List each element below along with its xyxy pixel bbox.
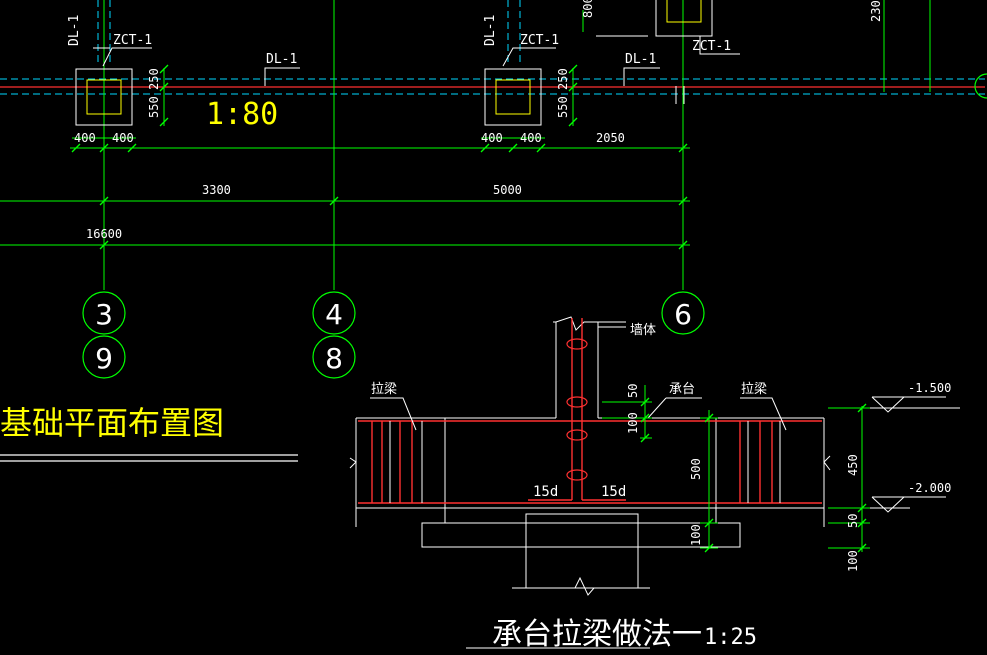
label-zct1-a: ZCT-1 <box>113 33 152 48</box>
wall-ties <box>566 338 588 481</box>
axis-bubble-3: 3 <box>95 298 113 331</box>
label-anchor-right: 15d <box>601 484 626 500</box>
dim-500: 500 <box>689 458 703 480</box>
dim-50-top: 50 <box>626 384 640 398</box>
section-dimension-lines <box>602 385 870 552</box>
dim-100-right: 100 <box>846 550 860 572</box>
label-cap: 承台 <box>669 382 695 397</box>
plan-title-underline <box>0 454 298 462</box>
axis-bubbles <box>82 73 987 379</box>
level-lower: -2.000 <box>908 481 951 495</box>
label-wall: 墙体 <box>630 323 656 338</box>
dim-top-800: 800 <box>581 0 595 18</box>
dim-top-230: 230 <box>869 0 883 22</box>
section-rebar-white <box>389 421 781 503</box>
axis-bubble-9: 9 <box>95 342 113 375</box>
pile-cap-a <box>75 68 133 126</box>
dim-pile-b-250: 250 <box>556 68 570 90</box>
dim-span-5000: 5000 <box>493 183 522 197</box>
dim-pile-a-400-left: 400 <box>74 131 96 145</box>
dim-pile-b-550: 550 <box>556 96 570 118</box>
plan-leaders <box>93 35 740 104</box>
plan-dimension-ticks <box>71 64 688 250</box>
dim-span-3300: 3300 <box>202 183 231 197</box>
dim-50-right: 50 <box>846 514 860 528</box>
section-rebar <box>358 318 822 504</box>
axis-bubble-6: 6 <box>674 298 692 331</box>
plan-scale: 1:80 <box>206 97 278 132</box>
axis-bubble-8: 8 <box>325 342 343 375</box>
pile-cap-b <box>484 68 542 126</box>
label-tie-beam-left: 拉梁 <box>371 382 397 397</box>
dim-span-2050: 2050 <box>596 131 625 145</box>
section-dimension-ticks <box>640 397 867 553</box>
dim-100: 100 <box>626 412 640 434</box>
dim-total-16600: 16600 <box>86 227 122 241</box>
section-scale: 1:25 <box>704 625 757 650</box>
label-dl1-d: DL-1 <box>625 52 656 67</box>
plan-title: 基础平面布置图 <box>0 404 224 442</box>
section-leaders <box>370 326 960 513</box>
dim-pile-b-400-left: 400 <box>481 131 503 145</box>
plan-dimension-lines <box>70 10 885 149</box>
label-anchor-left: 15d <box>533 484 558 500</box>
dim-pile-a-400-right: 400 <box>112 131 134 145</box>
section-title: 承台拉梁做法一 <box>492 617 702 652</box>
label-zct1-c: ZCT-1 <box>692 39 731 54</box>
axis-bubble-4: 4 <box>325 298 343 331</box>
level-upper: -1.500 <box>908 381 951 395</box>
label-dl1-b: DL-1 <box>266 52 297 67</box>
dim-pile-a-550: 550 <box>147 96 161 118</box>
dim-pile-a-250: 250 <box>147 68 161 90</box>
pile-cap-c <box>655 0 713 37</box>
label-dl1-c: DL-1 <box>483 15 498 46</box>
dim-450: 450 <box>846 454 860 476</box>
label-dl1-a: DL-1 <box>67 15 82 46</box>
dim-100-bottom: 100 <box>689 524 703 546</box>
dim-pile-b-400-right: 400 <box>520 131 542 145</box>
label-zct1-b: ZCT-1 <box>520 33 559 48</box>
tie-beam-lines <box>0 0 985 95</box>
label-tie-beam-right: 拉梁 <box>741 382 767 397</box>
